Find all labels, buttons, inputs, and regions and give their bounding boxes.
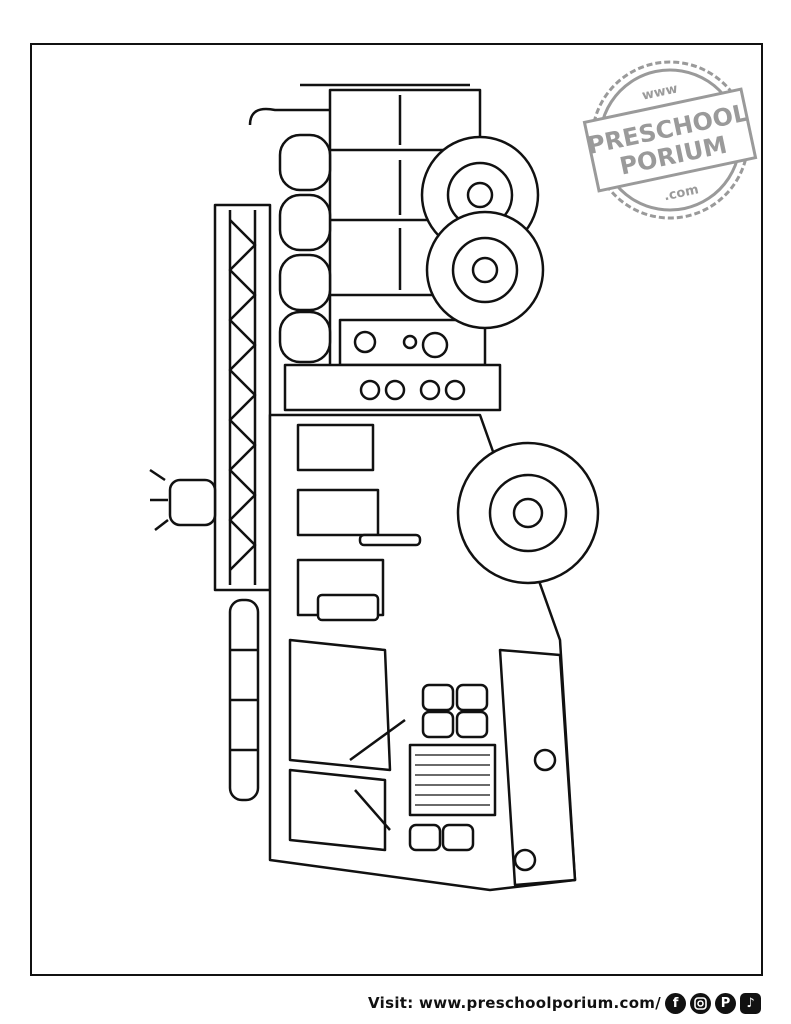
stamp-bottom-text: .com <box>663 182 700 204</box>
visit-link[interactable]: Visit: www.preschoolporium.com/ <box>368 994 662 1012</box>
side-mirror <box>316 593 380 622</box>
windshield <box>288 768 387 852</box>
headlight <box>408 823 442 852</box>
wheel <box>456 441 600 585</box>
cab-window <box>296 423 375 472</box>
hose-reel <box>278 310 332 364</box>
beacon-light <box>168 478 217 527</box>
headlight <box>455 683 489 712</box>
headlight <box>455 710 489 739</box>
headlight <box>421 683 455 712</box>
windshield <box>288 638 392 772</box>
page-border <box>30 43 763 976</box>
headlight <box>441 823 475 852</box>
stamp-top-text: www <box>641 81 679 103</box>
instagram-icon[interactable] <box>690 992 712 1014</box>
ladder <box>213 203 272 592</box>
hose-reel <box>278 133 332 192</box>
facebook-icon[interactable]: f <box>665 992 687 1014</box>
hose-reel <box>278 193 332 252</box>
tiktok-icon[interactable]: ♪ <box>740 992 762 1014</box>
headlight <box>421 710 455 739</box>
door-handle <box>358 533 422 547</box>
footer: Visit: www.preschoolporium.com/ f P ♪ <box>368 990 762 1016</box>
hose-reel <box>278 253 332 312</box>
wheel <box>425 210 545 330</box>
grille <box>408 743 497 817</box>
cab-window <box>296 488 380 537</box>
pinterest-icon[interactable]: P <box>715 992 737 1014</box>
